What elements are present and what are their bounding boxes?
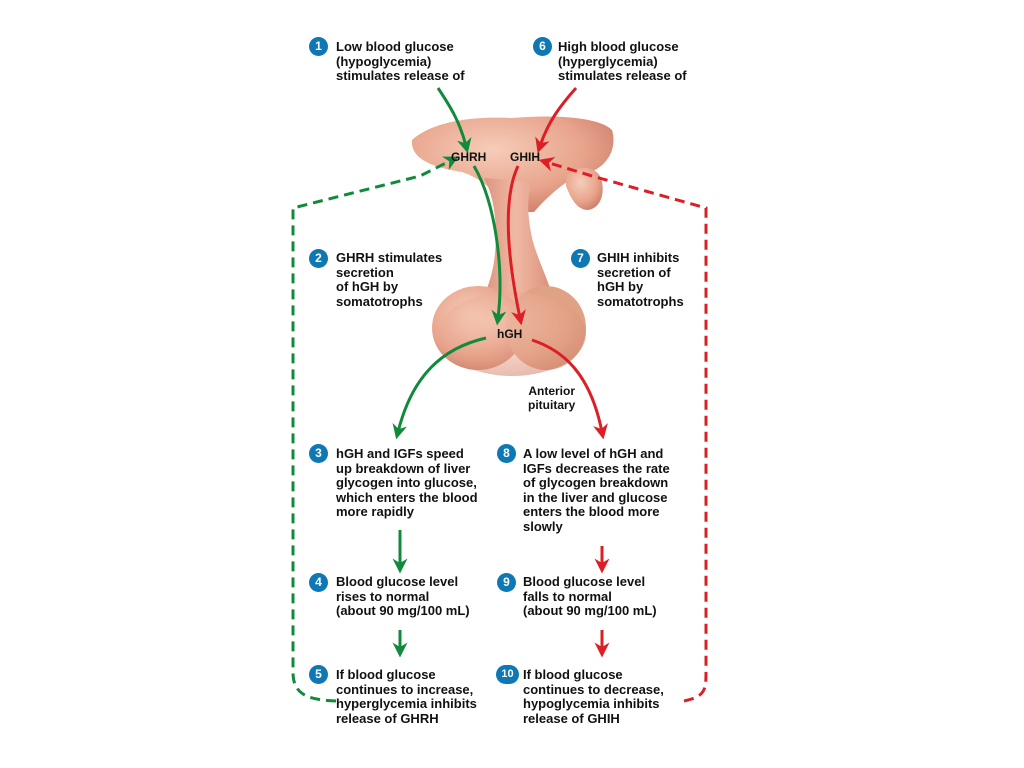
step-6-text: High blood glucose (hyperglycemia) stimu… (558, 39, 687, 83)
arrow-high-glucose-to-ghih (535, 87, 578, 154)
decrease-pathway-arrows (506, 87, 708, 703)
step-5-badge: 5 (309, 665, 328, 684)
step-1-badge: 1 (309, 37, 328, 56)
arrow-ghrh-to-hgh (472, 165, 507, 326)
ghrh-label: GHRH (451, 150, 487, 164)
step-3-badge: 3 (309, 444, 328, 463)
optic-chiasm-shape (566, 167, 603, 210)
feedback-inhibit-ghrh-dashed (291, 156, 459, 703)
arrow-low-glucose-to-ghrh (436, 87, 472, 154)
step-9-badge: 9 (497, 573, 516, 592)
arrow-hgh-to-step-8 (531, 338, 608, 440)
infundibulum-stalk (476, 178, 556, 310)
step-6-badge: 6 (533, 37, 552, 56)
step-8-badge: 8 (497, 444, 516, 463)
step-7-badge: 7 (571, 249, 590, 268)
step-7-text: GHIH inhibits secretion of hGH by somato… (597, 250, 684, 309)
hgh-label: hGH (497, 327, 523, 341)
increase-pathway-arrows (291, 87, 507, 703)
step-10-badge: 10 (496, 665, 519, 684)
arrow-hgh-to-step-3 (392, 336, 487, 440)
step-2-text: GHRH stimulates secretion of hGH by soma… (336, 250, 443, 309)
step-4-text: Blood glucose level rises to normal (abo… (336, 574, 470, 618)
pituitary-body-shape (438, 292, 586, 376)
step-10-text: If blood glucose continues to decrease, … (523, 667, 664, 726)
ghih-label: GHIH (510, 150, 540, 164)
step-4-badge: 4 (309, 573, 328, 592)
anterior-pituitary-label: Anterior pituitary (528, 384, 576, 412)
arrow-ghih-to-hgh (506, 165, 526, 326)
step-5-text: If blood glucose continues to increase, … (336, 667, 477, 726)
feedback-inhibit-ghih-dashed (538, 157, 708, 703)
step-8-text: A low level of hGH and IGFs decreases th… (523, 446, 670, 534)
step-1-text: Low blood glucose (hypoglycemia) stimula… (336, 39, 465, 83)
step-9-text: Blood glucose level falls to normal (abo… (523, 574, 657, 618)
step-3-text: hGH and IGFs speed up breakdown of liver… (336, 446, 478, 519)
step-2-badge: 2 (309, 249, 328, 268)
